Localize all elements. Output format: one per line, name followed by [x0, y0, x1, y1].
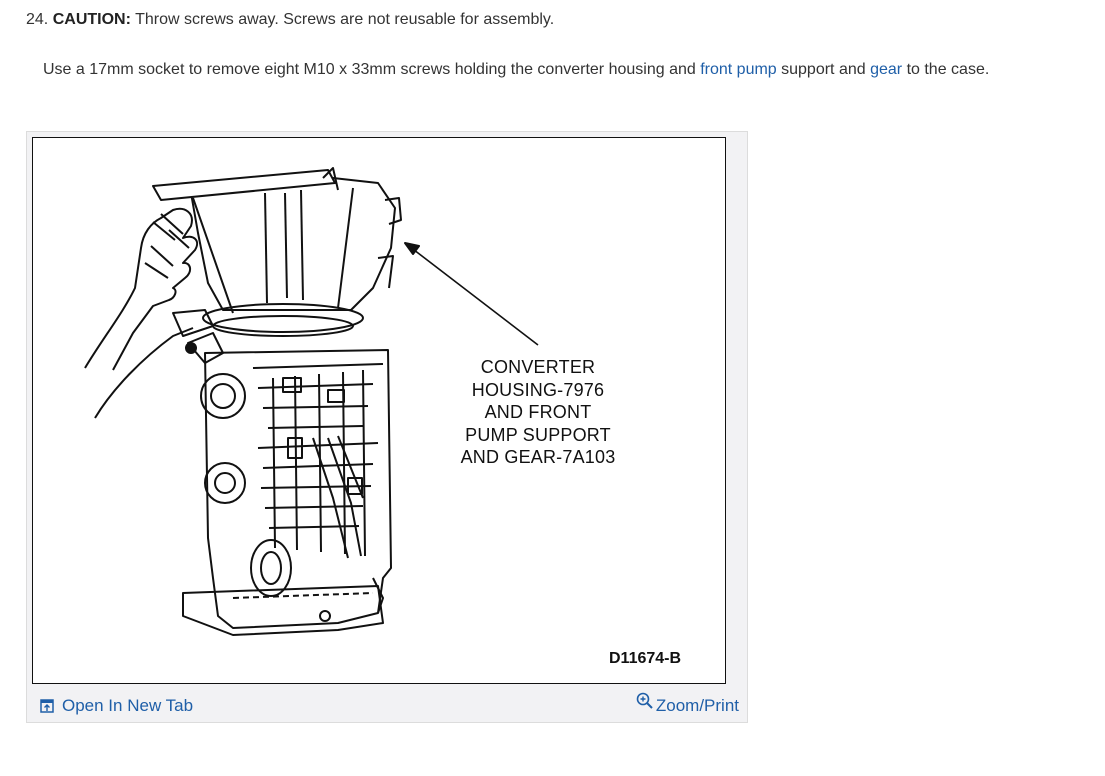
instruction-part-3: to the case. [902, 61, 990, 78]
transmission-illustration [84, 167, 539, 636]
zoom-print-label: Zoom/Print [655, 696, 739, 715]
transmission-case-shape [204, 349, 392, 629]
figure-card: CONVERTER HOUSING-7976 AND FRONT PUMP SU… [26, 131, 748, 723]
figure-image[interactable]: CONVERTER HOUSING-7976 AND FRONT PUMP SU… [32, 137, 726, 684]
figure-id: D11674-B [609, 650, 682, 667]
zoom-in-icon [636, 692, 653, 709]
open-in-new-tab-label: Open In New Tab [62, 696, 194, 715]
open-in-new-tab-button[interactable]: Open In New Tab [40, 696, 193, 716]
component-callout: CONVERTER HOUSING-7976 AND FRONT PUMP SU… [438, 356, 638, 469]
instruction-part-2: support and [776, 61, 871, 78]
callout-line: AND GEAR-7A103 [460, 447, 616, 467]
step-caution-line: 24. CAUTION: Throw screws away. Screws a… [26, 10, 554, 30]
hand-shape [84, 207, 199, 371]
open-in-new-tab-icon [40, 699, 54, 713]
zoom-print-button[interactable]: Zoom/Print [636, 692, 739, 716]
step-number: 24. [26, 11, 49, 28]
instruction-part-1: Use a 17mm socket to remove eight M10 x … [43, 61, 701, 78]
callout-line: CONVERTER [480, 357, 596, 377]
front-pump-link[interactable]: front pump [700, 61, 777, 78]
converter-housing-shape [190, 177, 396, 311]
caution-text: Throw screws away. Screws are not reusab… [130, 11, 555, 28]
figure-footer: Open In New Tab Zoom/Print [27, 688, 747, 722]
callout-line: AND FRONT [484, 402, 592, 422]
gear-link[interactable]: gear [870, 61, 903, 78]
instruction-text: Use a 17mm socket to remove eight M10 x … [43, 60, 989, 80]
caution-label: CAUTION: [52, 11, 131, 28]
callout-line: HOUSING-7976 [471, 379, 605, 400]
callout-line: PUMP SUPPORT [465, 424, 611, 445]
